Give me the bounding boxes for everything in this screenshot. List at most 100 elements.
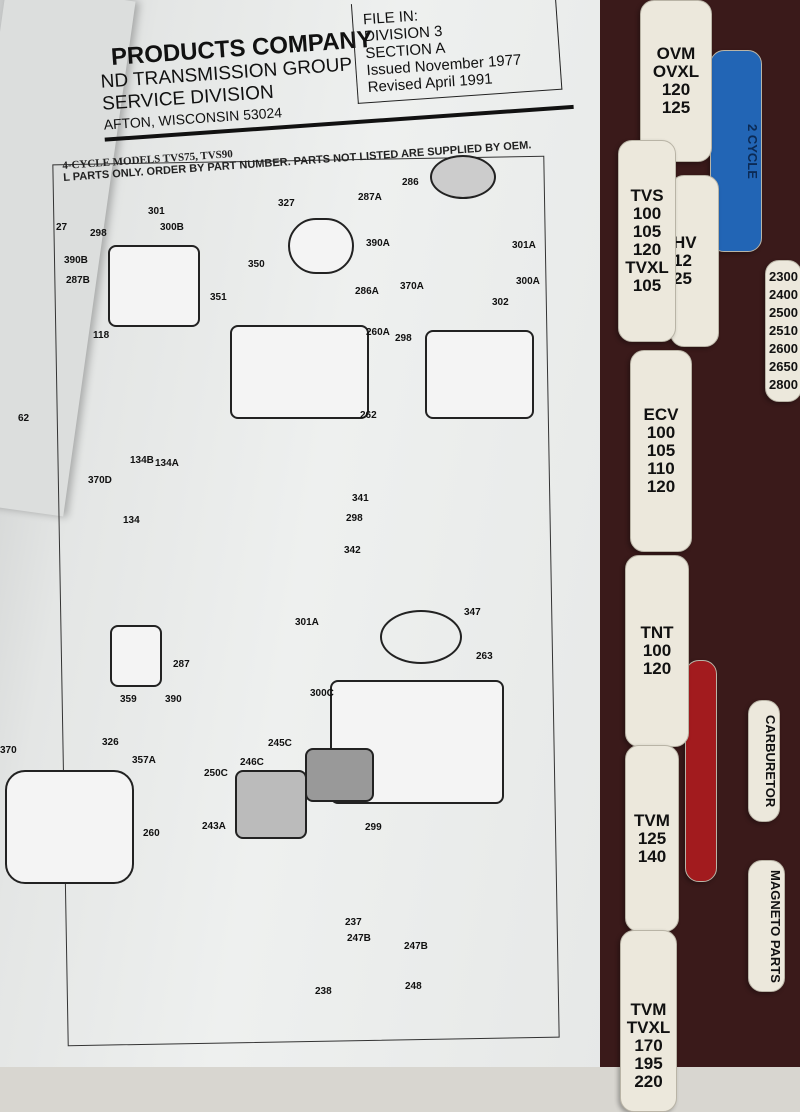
part-label: 359 <box>120 694 137 705</box>
fuel-tank-300a <box>425 330 534 419</box>
part-label: 390A <box>366 238 390 249</box>
tab-line: 2500 <box>769 305 798 320</box>
part-label: 370 <box>0 745 17 756</box>
fuel-tank-300b <box>108 245 200 327</box>
tab-line: 100 <box>632 204 662 223</box>
tab-red-divider[interactable] <box>685 660 717 882</box>
tab-line: HV <box>673 233 697 252</box>
file-in-box: FILE IN: DIVISION 3 SECTION A Issued Nov… <box>350 0 563 104</box>
tab-line: 100 <box>646 423 676 442</box>
part-label: 326 <box>102 737 119 748</box>
part-label: 298 <box>395 333 412 344</box>
part-label: 351 <box>210 292 227 303</box>
tab-line: 105 <box>632 276 662 295</box>
tab-line: TVM <box>630 1000 667 1019</box>
part-label: 302 <box>492 297 509 308</box>
part-label: 370D <box>88 475 112 486</box>
tab-line: 120 <box>661 80 691 99</box>
blower-housing-260a <box>230 325 369 419</box>
tab-line: 2400 <box>769 287 798 302</box>
tab-line: OVXL <box>652 62 700 81</box>
part-label: 260A <box>366 327 390 338</box>
tab-line: TVS <box>630 186 664 205</box>
part-label: 287 <box>173 659 190 670</box>
part-label: 245C <box>268 738 292 749</box>
part-label: 300C <box>310 688 334 699</box>
part-label: 286A <box>355 286 379 297</box>
part-label: 243A <box>202 821 226 832</box>
part-label: 247B <box>347 933 371 944</box>
part-label: 347 <box>464 607 481 618</box>
part-label: 134B <box>130 455 154 466</box>
part-label: 300A <box>516 276 540 287</box>
part-label: 327 <box>278 198 295 209</box>
tab-label: MAGNETO PARTS <box>768 869 783 983</box>
part-label: 287A <box>358 192 382 203</box>
starter-390 <box>110 625 162 687</box>
part-label: 300B <box>160 222 184 233</box>
tab-magneto-parts[interactable]: MAGNETO PARTS <box>748 860 785 992</box>
tab-line: TVXL <box>625 258 669 277</box>
air-cleaner-390a <box>288 218 354 274</box>
tab-line: 2600 <box>769 341 798 356</box>
part-label: 262 <box>360 410 377 421</box>
part-label: 62 <box>18 413 30 424</box>
part-label: 27 <box>56 222 68 233</box>
tab-line: TNT <box>640 623 674 642</box>
part-label: 246C <box>240 757 264 768</box>
filter-286 <box>430 155 496 199</box>
tab-line: TVM <box>634 810 670 830</box>
part-label: 286 <box>402 177 419 188</box>
tab-line: 140 <box>637 846 667 866</box>
tab-line: 2300 <box>769 269 798 284</box>
tab-line: 100 <box>642 641 672 660</box>
tab-line: 105 <box>632 222 662 241</box>
part-label: 260 <box>143 828 160 839</box>
part-label: 301 <box>148 206 165 217</box>
tab-line: 220 <box>634 1072 663 1091</box>
tab-line: 2800 <box>769 377 798 392</box>
tab-line: 125 <box>637 828 667 848</box>
part-label: 287B <box>66 275 90 286</box>
filter-cover-250c <box>235 770 307 839</box>
part-label: 247B <box>404 941 428 952</box>
tab-line: 12 <box>673 251 692 270</box>
tab-line: 105 <box>646 441 676 460</box>
part-label: 134 <box>123 515 140 526</box>
part-label: 238 <box>315 986 332 997</box>
tab-line: 170 <box>634 1036 663 1055</box>
tab-carburetor[interactable]: CARBURETOR <box>748 700 780 822</box>
part-label: 298 <box>90 228 107 239</box>
part-label: 237 <box>345 917 362 928</box>
tab-line: 25 <box>673 269 692 288</box>
part-label: 263 <box>476 651 493 662</box>
part-label: 390 <box>165 694 182 705</box>
tab-line: 125 <box>661 98 691 117</box>
tab-line: 2650 <box>769 359 798 374</box>
tab-label: CARBURETOR <box>763 714 778 808</box>
part-label: 341 <box>352 493 369 504</box>
manual-page: PRODUCTS COMPANY ND TRANSMISSION GROUP S… <box>0 0 620 1067</box>
part-label: 298 <box>346 513 363 524</box>
part-label: 301A <box>295 617 319 628</box>
tab-line: OVM <box>656 44 696 63</box>
part-label: 390B <box>64 255 88 266</box>
tab-line: 110 <box>647 459 675 478</box>
gasket-263 <box>380 610 462 664</box>
part-label: 370A <box>400 281 424 292</box>
part-label: 342 <box>344 545 361 556</box>
part-label: 350 <box>248 259 265 270</box>
tab-line: TVXL <box>626 1018 671 1037</box>
part-label: 248 <box>405 981 422 992</box>
tab-line: 120 <box>642 659 672 678</box>
tab-line: 120 <box>646 477 676 496</box>
tab-line: 120 <box>632 240 662 259</box>
